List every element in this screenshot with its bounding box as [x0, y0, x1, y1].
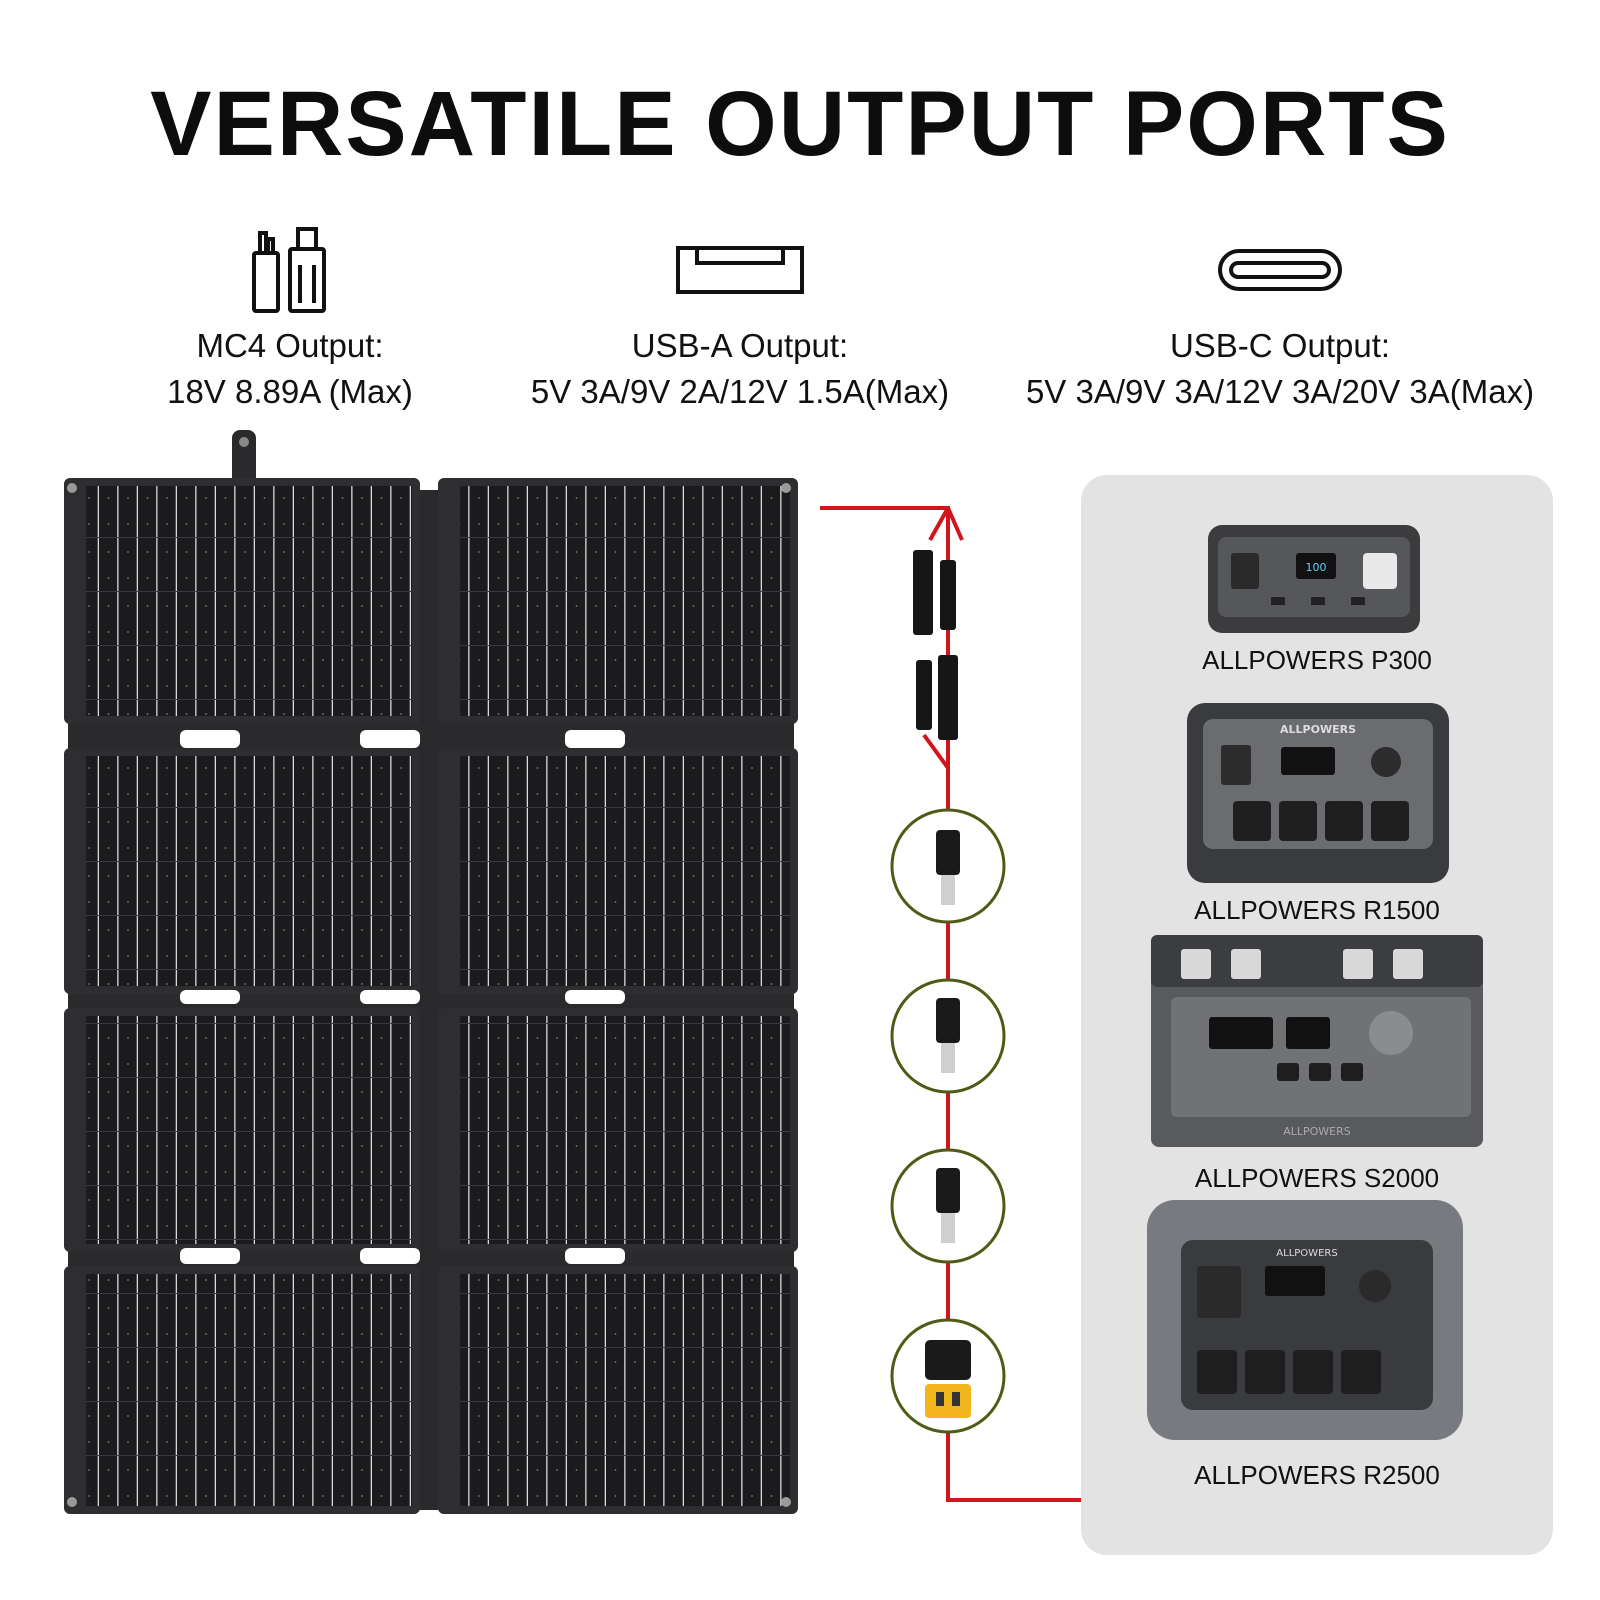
- page-title: VERSATILE OUTPUT PORTS: [150, 73, 1450, 175]
- compatible-devices-panel: 100 ALLPOWERS P300 ALLPOWERS ALLPOWERS R…: [1081, 475, 1553, 1555]
- svg-text:ALLPOWERS: ALLPOWERS: [1276, 1248, 1337, 1259]
- solar-cells: [460, 486, 790, 716]
- mc4-connector-icon: [100, 222, 480, 317]
- panel-gap: [180, 1248, 240, 1264]
- port-usb-c: USB-C Output: 5V 3A/9V 3A/12V 3A/20V 3A(…: [1000, 222, 1560, 415]
- panel-gap: [565, 730, 625, 748]
- device-label: ALLPOWERS R1500: [1194, 895, 1440, 925]
- panel-gap: [360, 1248, 420, 1264]
- panel-gap: [360, 730, 420, 748]
- panel-gap: [360, 990, 420, 1004]
- solar-cells: [86, 486, 412, 716]
- grommet: [781, 1497, 791, 1507]
- mc4-output-label: MC4 Output:: [196, 327, 384, 364]
- usb-a-output-label: USB-A Output:: [631, 327, 849, 364]
- svg-text:ALLPOWERS: ALLPOWERS: [1283, 1125, 1351, 1138]
- panel-gap: [565, 990, 625, 1004]
- grommet: [67, 483, 77, 493]
- grommet: [781, 483, 791, 493]
- usb-c-output-spec: 5V 3A/9V 3A/12V 3A/20V 3A(Max): [1025, 373, 1535, 410]
- solar-cells: [86, 1274, 412, 1506]
- usb-c-output-label: USB-C Output:: [1169, 327, 1391, 364]
- device-label: ALLPOWERS P300: [1202, 645, 1432, 675]
- grommet: [67, 1497, 77, 1507]
- port-usb-a: USB-A Output: 5V 3A/9V 2A/12V 1.5A(Max): [500, 222, 980, 415]
- panel-gap: [180, 730, 240, 748]
- panel-gap: [180, 990, 240, 1004]
- mc4-connector-icon: [913, 550, 958, 770]
- svg-text:100: 100: [1306, 561, 1327, 574]
- solar-cells: [460, 1274, 790, 1506]
- solar-cells: [86, 756, 412, 986]
- solar-panel: [60, 430, 830, 1560]
- solar-cells: [460, 756, 790, 986]
- solar-cells: [86, 1016, 412, 1244]
- usb-a-port-icon: [500, 222, 980, 317]
- port-mc4: MC4 Output: 18V 8.89A (Max): [100, 222, 480, 415]
- mc4-output-spec: 18V 8.89A (Max): [167, 373, 413, 410]
- device-label: ALLPOWERS S2000: [1194, 1163, 1440, 1193]
- device-label: ALLPOWERS R2500: [1194, 1460, 1440, 1490]
- usb-c-port-icon: [1000, 222, 1560, 317]
- solar-cells: [460, 1016, 790, 1244]
- svg-text:ALLPOWERS: ALLPOWERS: [1280, 723, 1356, 736]
- panel-gap: [565, 1248, 625, 1264]
- usb-a-output-spec: 5V 3A/9V 2A/12V 1.5A(Max): [530, 373, 950, 410]
